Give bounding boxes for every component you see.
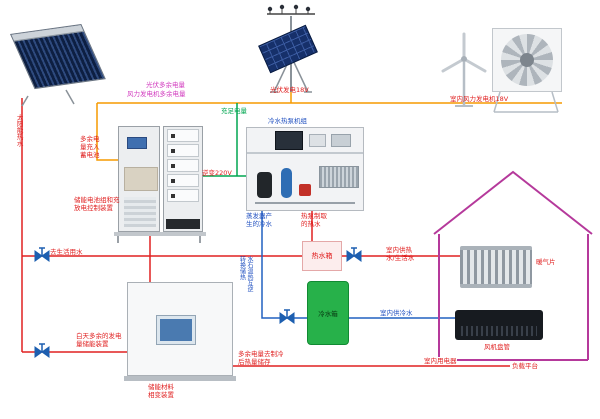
battery-cabinet-base	[166, 219, 200, 229]
phase-change-storage-cabinet	[127, 282, 233, 376]
wind-excess-label: 风力发电机多余电量	[127, 90, 186, 98]
controller-panel	[124, 167, 158, 191]
pump	[299, 184, 311, 196]
radiator-label: 暖气片	[536, 258, 556, 266]
fan-coil-grill	[461, 326, 537, 336]
battery-module	[167, 174, 199, 187]
battery-module	[167, 144, 199, 157]
water-stone-storage-label: 水石温热互逆转换储热	[238, 256, 254, 292]
indoor-appliances-label: 室内用电器	[424, 357, 457, 366]
battery-module	[167, 159, 199, 172]
compressor	[257, 172, 272, 198]
heat-pump-hot-label: 热泵制取的热水	[301, 212, 327, 229]
load-platform-label: 负载平台	[512, 362, 538, 371]
battery-cabinet	[163, 126, 203, 232]
to-domestic-water-label: 去生活用水	[50, 248, 83, 256]
wind-turbine	[441, 32, 487, 107]
fan-coil-label: 风机盘管	[484, 343, 510, 351]
inverter-label: 逆变220V	[202, 169, 232, 177]
house-roof	[433, 170, 593, 235]
battery-cabinet-label: 储能电池组和充放电控制装置	[74, 196, 120, 213]
bench-pipe	[255, 202, 355, 204]
evaporator-chilled-label: 蒸发器产生的冷水	[246, 212, 272, 229]
collector-legs	[21, 89, 75, 107]
cold-water-tank-label: 冷水箱	[318, 310, 338, 318]
bench-instrument	[331, 134, 351, 147]
heat-pump-unit	[246, 127, 364, 211]
lamp-bar	[267, 4, 315, 15]
power-to-battery-line	[96, 103, 118, 161]
valve-icon	[34, 343, 50, 358]
fan-rotor-icon	[501, 34, 553, 86]
house-walls	[438, 234, 589, 361]
bench-monitor	[275, 131, 303, 150]
controller-display	[127, 137, 147, 149]
pv-generation-label: 光伏发电18V	[270, 86, 309, 94]
bench-instrument	[309, 134, 326, 147]
cabinet-stand	[114, 232, 206, 236]
charge-to-battery-label: 多余电量充入蓄电池	[80, 135, 100, 160]
hot-water-tank-label: 热水箱	[311, 252, 333, 260]
wind-source-fan	[492, 28, 562, 92]
cold-water-tank: 冷水箱	[307, 281, 349, 345]
bench-shelf	[247, 152, 363, 154]
pv-excess-label: 光伏多余电量	[146, 81, 185, 89]
fan-stand	[493, 91, 559, 113]
solar-hot-water-label: 太阳能热水	[15, 114, 24, 147]
valve-icon	[279, 309, 295, 324]
battery-module	[167, 129, 199, 142]
hot-water-tank: 热水箱	[302, 241, 342, 271]
refrigerant-vessel	[281, 168, 292, 198]
radiator	[460, 246, 532, 288]
heat-pump-label: 冷水热泵机组	[268, 117, 307, 125]
storage-cabinet-display	[156, 315, 196, 345]
wind-generation-label: 室内风力发电机18V	[450, 95, 509, 103]
fan-coil-unit	[455, 310, 543, 340]
valve-icon	[346, 247, 362, 262]
storage-cabinet-base	[124, 376, 236, 381]
valve-icon	[34, 247, 50, 262]
sufficient-power-label: 充足电量	[221, 107, 247, 115]
daytime-excess-label: 白天多余的发电量储能装置	[76, 332, 122, 349]
phase-change-device-label: 储能材料相变装置	[148, 383, 174, 400]
cabinet-legs	[117, 236, 201, 243]
excess-heat-storage-label: 多余电量去制冷后热量储存	[238, 350, 284, 367]
cabinet-vent	[124, 197, 156, 227]
condenser	[319, 166, 359, 188]
battery-module	[167, 189, 199, 202]
fan-hub-icon	[520, 53, 534, 67]
charge-controller-cabinet	[118, 126, 160, 232]
indoor-hot-supply-label: 室内供热水/生活水	[386, 246, 415, 263]
indoor-cold-supply-label: 室内供冷水	[380, 309, 413, 317]
